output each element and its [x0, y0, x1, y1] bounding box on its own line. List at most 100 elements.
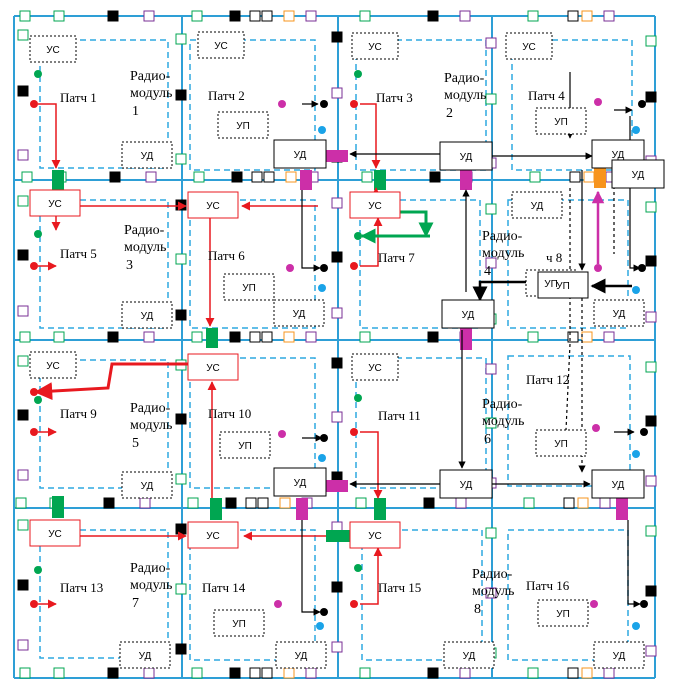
ud-box-label: УД	[613, 309, 626, 320]
module-label: 1	[132, 104, 139, 119]
connector-bar	[52, 496, 64, 518]
port-square	[191, 10, 203, 22]
port-square	[331, 87, 343, 99]
connector-bar	[52, 170, 64, 190]
port-square	[145, 171, 157, 183]
us-box-label: УС	[48, 199, 62, 210]
signal-arrow	[360, 217, 383, 267]
patch-label: Патч 11	[378, 408, 421, 423]
port-square	[175, 89, 187, 101]
module-label: модуль	[124, 240, 166, 255]
port-square	[305, 10, 317, 22]
us-box-label: УС	[214, 41, 228, 52]
port-square	[423, 497, 435, 509]
signal-arrow	[629, 116, 641, 272]
red-dot	[30, 262, 38, 270]
port-square	[581, 331, 593, 343]
port-square	[175, 153, 187, 165]
patch-area	[507, 199, 629, 329]
port-square	[603, 667, 615, 679]
port-square	[175, 33, 187, 45]
ud-box-label: УД	[463, 651, 476, 662]
port-square	[17, 249, 29, 261]
ud-box	[119, 641, 171, 669]
port-square	[645, 525, 657, 537]
port-square	[175, 473, 187, 485]
port-square	[485, 417, 497, 429]
ud-box	[593, 641, 645, 669]
port-square	[577, 497, 589, 509]
ud-box-label: УД	[293, 309, 306, 320]
module-label: модуль	[130, 578, 172, 593]
port-square	[567, 10, 579, 22]
us-box	[197, 31, 245, 59]
port-square	[17, 409, 29, 421]
port-square	[331, 197, 343, 209]
unit-boxes	[29, 31, 665, 669]
us-box-label: УС	[368, 42, 382, 53]
port-square	[19, 10, 31, 22]
us-box	[505, 32, 553, 60]
module-label: Радио-	[444, 71, 485, 86]
port-square	[229, 331, 241, 343]
ud-box	[439, 141, 493, 171]
red-dot	[30, 600, 38, 608]
ud-box	[121, 141, 173, 169]
signal-arrow	[301, 520, 321, 616]
patch-area	[39, 199, 169, 329]
black-dot	[638, 100, 646, 108]
port-square	[485, 587, 497, 599]
ud-box-label: УД	[612, 480, 625, 491]
patch-area	[39, 39, 169, 169]
port-square	[645, 255, 657, 267]
us-box	[349, 191, 401, 219]
us-box-label: УС	[206, 531, 220, 542]
port-square	[231, 171, 243, 183]
patch-label: Патч 6	[208, 248, 245, 263]
patch-label: Патч 16	[526, 578, 570, 593]
port-square	[427, 331, 439, 343]
port-square	[529, 171, 541, 183]
module-label: модуль	[444, 88, 486, 103]
up-box-label: УП	[242, 283, 256, 294]
port-square	[17, 639, 29, 651]
patch-label: ч 8	[546, 250, 562, 265]
port-square	[107, 331, 119, 343]
port-square	[527, 10, 539, 22]
port-square	[17, 355, 29, 367]
patch-area	[507, 529, 629, 661]
ud-box-label: УД	[141, 151, 154, 162]
signal-arrow	[360, 547, 383, 605]
cyan-dot	[632, 450, 640, 458]
port-square	[283, 667, 295, 679]
ud-box-label: УД	[460, 152, 473, 163]
module-label: 3	[126, 258, 133, 273]
port-square	[645, 415, 657, 427]
connector-bar	[374, 170, 386, 190]
module-label: Радио-	[130, 401, 171, 416]
signal-arrow	[301, 190, 321, 272]
port-square	[527, 331, 539, 343]
port-square	[427, 667, 439, 679]
connector-bar	[460, 328, 472, 350]
up-box-label: УП	[236, 121, 250, 132]
port-square	[229, 10, 241, 22]
patch-area	[189, 529, 316, 661]
patch-label: Патч 15	[378, 580, 421, 595]
connector-bar	[326, 480, 348, 492]
port-square	[645, 91, 657, 103]
module-label: модуль	[482, 246, 524, 261]
ud-box-label: УД	[460, 480, 473, 491]
connector-bar	[296, 498, 308, 520]
us-box-label: УС	[368, 201, 382, 212]
port-square	[331, 411, 343, 423]
up-box-label: УП	[554, 439, 568, 450]
port-square	[567, 331, 579, 343]
port-square	[583, 171, 595, 183]
port-square	[359, 667, 371, 679]
port-square	[19, 331, 31, 343]
port-square	[191, 667, 203, 679]
ud-box	[121, 301, 173, 329]
up-box	[535, 429, 587, 457]
